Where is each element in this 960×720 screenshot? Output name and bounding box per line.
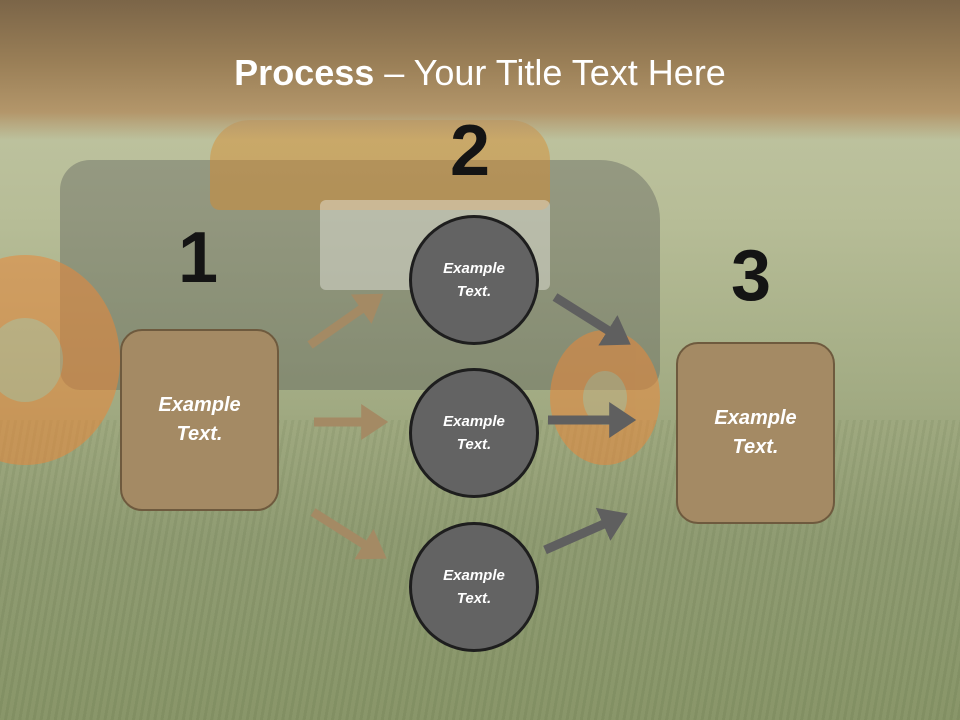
slide-title: Process – Your Title Text Here [0, 52, 960, 94]
step-number-3: 3 [731, 236, 772, 316]
mower-wheel-right [550, 330, 660, 465]
step-number-2: 2 [450, 111, 491, 191]
output-box-text: Example Text. [714, 407, 797, 458]
input-box: Example Text. [120, 329, 279, 511]
process-circle-1: Example Text. [409, 215, 539, 345]
process-circle-3-text: Example Text. [443, 567, 505, 607]
arrow-left-lower [310, 508, 387, 560]
process-circle-2: Example Text. [409, 368, 539, 498]
arrow-left-upper [307, 293, 384, 349]
input-box-text: Example Text. [158, 394, 241, 445]
output-box: Example Text. [676, 342, 835, 524]
arrow-right-upper [552, 293, 631, 346]
title-rest: – Your Title Text Here [374, 52, 726, 93]
step-number-1: 1 [178, 218, 219, 298]
header-band [0, 0, 960, 140]
title-bold: Process [234, 52, 375, 93]
process-circle-3: Example Text. [409, 522, 539, 652]
process-circle-1-text: Example Text. [443, 260, 505, 300]
arrow-right-lower [543, 507, 628, 555]
process-circle-2-text: Example Text. [443, 413, 505, 453]
